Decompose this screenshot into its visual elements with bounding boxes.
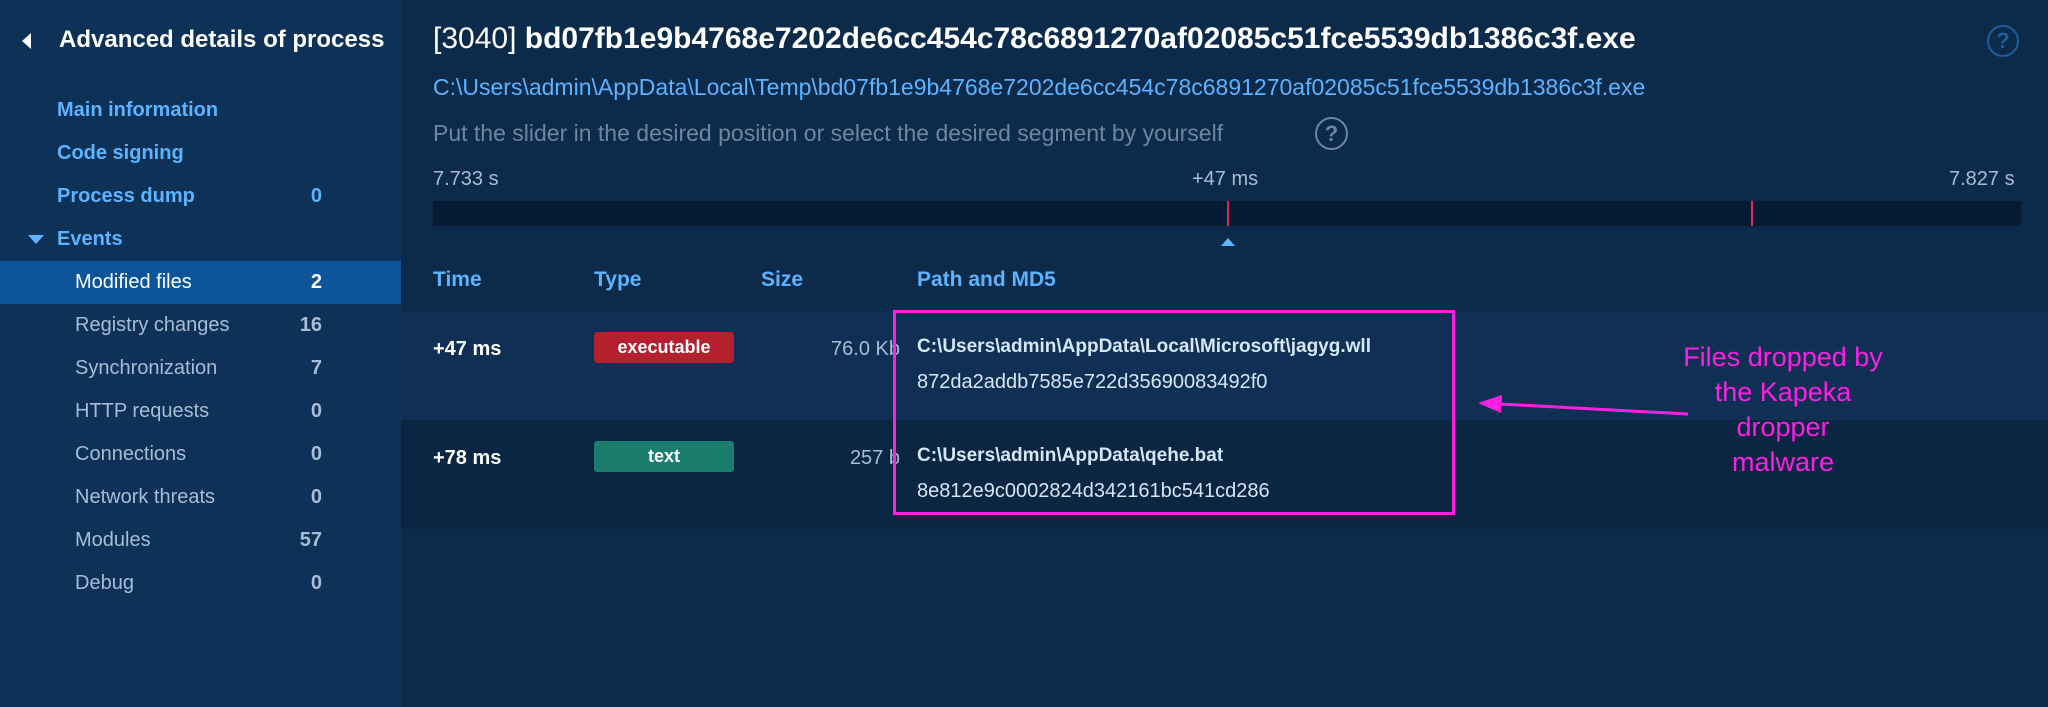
type-badge: executable xyxy=(594,332,734,363)
table-row[interactable]: +78 ms text 257 b C:\Users\admin\AppData… xyxy=(401,420,2048,529)
cell-size: 257 b xyxy=(849,447,900,469)
sidebar-title: Advanced details of process xyxy=(59,26,385,53)
back-arrow-icon[interactable] xyxy=(22,33,31,49)
cell-md5: 872da2addb7585e722d35690083492f0 xyxy=(917,371,1268,393)
sidebar-item-count: 57 xyxy=(299,529,322,551)
annotation-text: Files dropped by the Kapeka dropper malw… xyxy=(1648,340,1918,480)
sidebar-item-debug[interactable]: Debug 0 xyxy=(0,562,401,605)
timeline-start-label: 7.733 s xyxy=(433,168,499,190)
sidebar-item-count: 0 xyxy=(310,486,322,508)
annotation-line: dropper xyxy=(1736,412,1830,442)
sidebar-item-modified-files[interactable]: Modified files 2 xyxy=(0,261,401,304)
sidebar-item-label: Code signing xyxy=(57,142,184,164)
help-icon[interactable]: ? xyxy=(1987,25,2019,57)
slider-hint: Put the slider in the desired position o… xyxy=(433,120,1224,146)
sidebar-item-main-information[interactable]: Main information xyxy=(0,89,401,132)
cell-size: 76.0 Kb xyxy=(831,338,900,360)
sidebar-item-count: 0 xyxy=(310,572,322,594)
sidebar-item-connections[interactable]: Connections 0 xyxy=(0,433,401,476)
column-header-time[interactable]: Time xyxy=(433,268,482,291)
cell-path: C:\Users\admin\AppData\Local\Microsoft\j… xyxy=(917,336,1371,357)
main-panel: [3040] bd07fb1e9b4768e7202de6cc454c78c68… xyxy=(401,0,2048,707)
column-header-path[interactable]: Path and MD5 xyxy=(917,268,1056,291)
timeline-event-marker xyxy=(1751,201,1753,226)
page-title: [3040] bd07fb1e9b4768e7202de6cc454c78c68… xyxy=(433,22,1636,56)
sidebar-item-registry-changes[interactable]: Registry changes 16 xyxy=(0,304,401,347)
sidebar-item-label: Main information xyxy=(57,99,219,121)
sidebar-item-process-dump[interactable]: Process dump 0 xyxy=(0,175,401,218)
sidebar-item-label: Modified files xyxy=(75,271,192,293)
sidebar-item-count: 0 xyxy=(310,185,322,207)
sidebar-item-label: Connections xyxy=(75,443,187,465)
sidebar-item-count: 7 xyxy=(310,357,322,379)
sidebar-item-network-threats[interactable]: Network threats 0 xyxy=(0,476,401,519)
slider-help-icon[interactable]: ? xyxy=(1315,117,1348,150)
sidebar-item-label: Synchronization xyxy=(75,357,218,379)
cell-path: C:\Users\admin\AppData\qehe.bat xyxy=(917,445,1224,466)
timeline-slider[interactable] xyxy=(433,201,2021,226)
timeline-event-marker xyxy=(1227,201,1229,226)
sidebar-item-http-requests[interactable]: HTTP requests 0 xyxy=(0,390,401,433)
table-header: Time Type Size Path and MD5 xyxy=(401,260,2048,310)
sidebar-item-label: Events xyxy=(57,228,123,250)
sidebar-item-modules[interactable]: Modules 57 xyxy=(0,519,401,562)
timeline-mid-label: +47 ms xyxy=(1192,168,1259,190)
sidebar-item-events[interactable]: Events xyxy=(0,218,401,261)
sidebar-item-code-signing[interactable]: Code signing xyxy=(0,132,401,175)
cell-time: +47 ms xyxy=(433,338,502,360)
column-header-size[interactable]: Size xyxy=(761,268,804,291)
sidebar: Advanced details of process Main informa… xyxy=(0,0,401,707)
sidebar-item-label: Modules xyxy=(75,529,151,551)
sidebar-item-label: Debug xyxy=(75,572,134,594)
sidebar-item-count: 0 xyxy=(310,400,322,422)
sidebar-item-label: HTTP requests xyxy=(75,400,210,422)
timeline-end-label: 7.827 s xyxy=(1949,168,2015,190)
annotation-line: Files dropped by xyxy=(1683,342,1883,372)
slider-handle-icon[interactable] xyxy=(1221,238,1235,246)
annotation-line: malware xyxy=(1731,447,1835,477)
process-path-link[interactable]: C:\Users\admin\AppData\Local\Temp\bd07fb… xyxy=(433,74,1646,100)
sidebar-item-label: Process dump xyxy=(57,185,195,207)
cell-time: +78 ms xyxy=(433,447,502,469)
sidebar-item-label: Network threats xyxy=(75,486,216,508)
chevron-down-icon xyxy=(28,235,44,244)
sidebar-item-synchronization[interactable]: Synchronization 7 xyxy=(0,347,401,390)
sidebar-item-count: 16 xyxy=(299,314,322,336)
sidebar-item-count: 2 xyxy=(310,271,322,293)
annotation-highlight-box xyxy=(893,310,1455,515)
annotation-line: the Kapeka xyxy=(1714,377,1852,407)
type-badge: text xyxy=(594,441,734,472)
table-row[interactable]: +47 ms executable 76.0 Kb C:\Users\admin… xyxy=(401,311,2048,420)
sidebar-item-label: Registry changes xyxy=(75,314,230,336)
sidebar-item-count: 0 xyxy=(310,443,322,465)
process-name: bd07fb1e9b4768e7202de6cc454c78c6891270af… xyxy=(524,22,1636,55)
process-id: [3040] xyxy=(433,22,517,55)
cell-md5: 8e812e9c0002824d342161bc541cd286 xyxy=(917,480,1270,502)
column-header-type[interactable]: Type xyxy=(594,268,642,291)
